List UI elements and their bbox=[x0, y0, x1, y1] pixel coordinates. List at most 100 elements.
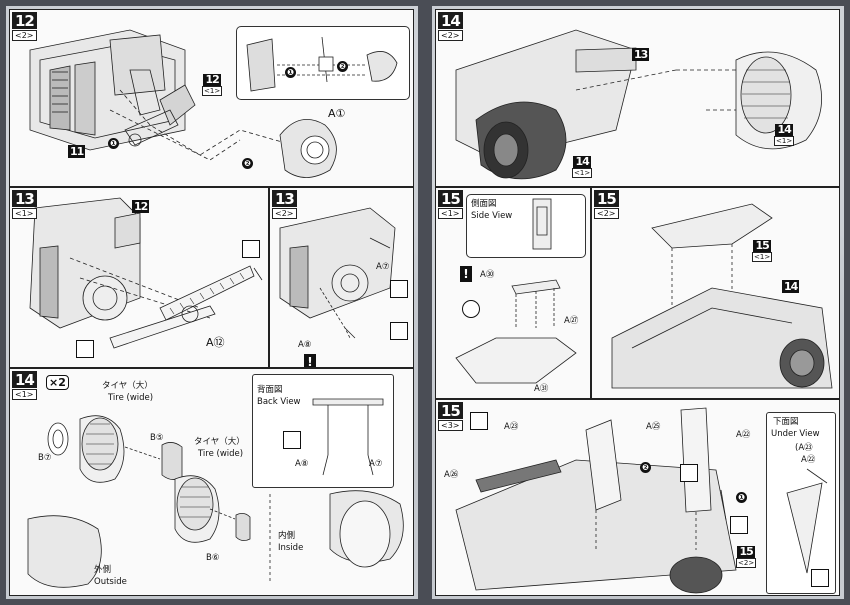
callout-1: ❶ bbox=[108, 138, 119, 149]
cut-tool-icon bbox=[283, 431, 301, 449]
step-15-1-badge: 15 <1> bbox=[438, 190, 463, 219]
step-number: 15 bbox=[594, 190, 619, 207]
part-b6-label: B⑥ bbox=[206, 553, 220, 563]
callout-2: ❷ bbox=[242, 158, 253, 169]
part-a7-label: A⑦ bbox=[376, 262, 390, 272]
step-13-1-panel: 13 <1> 12 bbox=[9, 187, 269, 368]
step-14-2-panel: 14 <2> 13 14 bbox=[435, 9, 840, 187]
part-a8-label: A⑧ bbox=[295, 459, 309, 469]
part-a38-label: A㉛ bbox=[534, 384, 549, 394]
step-12-panel: 12 <2> bbox=[9, 9, 414, 187]
step-13-2-panel: 13 <2> A⑦ A⑧ ! bbox=[269, 187, 414, 368]
ref-number: 15 bbox=[737, 545, 755, 558]
tire-label-en-1: Tire (wide) bbox=[108, 393, 154, 403]
step-14-1-badge: 14 <1> bbox=[12, 371, 37, 400]
back-view-label: Back View bbox=[257, 397, 301, 407]
ref-number: 14 bbox=[573, 155, 591, 168]
step-15-3-drawing bbox=[455, 407, 737, 594]
ref-sub: <1> bbox=[572, 168, 593, 178]
cut-tool-icon bbox=[242, 240, 260, 258]
tire-label-en-2: Tire (wide) bbox=[198, 449, 244, 459]
step-12-reference: 12 <1> bbox=[202, 73, 223, 96]
step-sub: <2> bbox=[594, 208, 619, 219]
part-a37-label: A㉚ bbox=[480, 270, 495, 280]
step-15-3-panel: 15 <3> A㉓ A㉕ A㉒ A㉖ ❷ ❶ 15 <2> bbox=[435, 399, 840, 596]
step-number: 15 bbox=[438, 190, 463, 207]
warning-icon: ! bbox=[304, 354, 316, 367]
tire-label-jp-2: タイヤ（大） bbox=[194, 437, 245, 447]
step-sub: <1> bbox=[12, 389, 37, 400]
side-view-callout: 側面図 Side View bbox=[466, 194, 586, 258]
part-b7-label: B⑦ bbox=[38, 453, 52, 463]
step-13-1-badge: 13 <1> bbox=[12, 190, 37, 219]
part-a8-label: A⑧ bbox=[298, 340, 312, 350]
under-view-callout: 下面図 Under View (A㉓ A㉒ bbox=[766, 412, 836, 594]
ref-14-a: 14 <1> bbox=[572, 155, 593, 178]
detail-drawing bbox=[246, 36, 398, 92]
cut-tool-icon bbox=[730, 516, 748, 534]
ref-13-label: 13 bbox=[632, 48, 650, 61]
part-a1-label: A① bbox=[328, 107, 346, 120]
step-15-2-panel: 15 <2> 15 <1> 14 bbox=[591, 187, 840, 399]
ref-sub: <1> bbox=[752, 252, 773, 262]
ref-15-b: 15 <2> bbox=[736, 545, 757, 568]
step-sub: <2> bbox=[12, 30, 37, 41]
step-14-1-drawing bbox=[27, 415, 404, 588]
left-page: 12 <2> bbox=[6, 6, 418, 599]
step-14-2-badge: 14 <2> bbox=[438, 12, 463, 41]
step-number: 14 bbox=[438, 12, 463, 29]
step-sub: <2> bbox=[272, 208, 297, 219]
cut-tool-icon bbox=[470, 412, 488, 430]
ref-14-label: 14 bbox=[782, 280, 800, 293]
part-b5-label: B⑤ bbox=[150, 433, 164, 443]
back-view-drawing bbox=[312, 398, 384, 476]
quantity-badge: ×2 bbox=[46, 375, 69, 390]
step-14-2-drawing bbox=[455, 29, 822, 180]
step-number: 13 bbox=[12, 190, 37, 207]
step-number: 12 bbox=[12, 12, 37, 29]
step-number: 13 bbox=[272, 190, 297, 207]
callout-2: ❷ bbox=[640, 462, 651, 473]
under-view-drawing bbox=[786, 468, 828, 574]
ref-15: 15 <1> bbox=[752, 239, 773, 262]
cut-tool-icon bbox=[811, 569, 829, 587]
back-view-label-jp: 背面図 bbox=[257, 385, 283, 395]
ref-12-label: 12 bbox=[132, 200, 150, 213]
ref-number: 15 bbox=[753, 239, 771, 252]
step-13-2-badge: 13 <2> bbox=[272, 190, 297, 219]
step-sub: <3> bbox=[438, 420, 463, 431]
right-page: 14 <2> 13 14 bbox=[432, 6, 844, 599]
outside-label-jp: 外側 bbox=[94, 565, 112, 575]
step-number: 15 bbox=[438, 402, 463, 419]
under-a22-label: A㉒ bbox=[801, 455, 816, 465]
step-number: 14 bbox=[12, 371, 37, 388]
callout-1: ❶ bbox=[736, 492, 747, 503]
step-sub: <1> bbox=[12, 208, 37, 219]
side-view-drawing bbox=[532, 198, 552, 250]
part-a23-label: A㉓ bbox=[504, 422, 519, 432]
step-sub: <2> bbox=[438, 30, 463, 41]
ref-sub: <1> bbox=[202, 86, 223, 96]
ref-number: 14 bbox=[775, 123, 793, 136]
side-view-label-jp: 側面図 bbox=[471, 199, 497, 209]
inside-label-jp: 内側 bbox=[278, 531, 296, 541]
ref-number: 12 bbox=[203, 73, 221, 86]
step-15-2-drawing bbox=[611, 203, 833, 389]
part-a22-label: A㉒ bbox=[736, 430, 751, 440]
step-sub: <1> bbox=[438, 208, 463, 219]
detail-callout-2: ❷ bbox=[337, 61, 348, 72]
warning-icon: ! bbox=[460, 266, 472, 282]
tire-label-jp-1: タイヤ（大） bbox=[102, 381, 153, 391]
part-11-label: 11 bbox=[68, 145, 86, 158]
part-a32-label: A㉖ bbox=[444, 470, 459, 480]
ref-sub: <2> bbox=[736, 558, 757, 568]
part-a12-label: A⑫ bbox=[206, 336, 225, 349]
step-15-3-badge: 15 <3> bbox=[438, 402, 463, 431]
ref-14-b: 14 <1> bbox=[774, 123, 795, 146]
step-13-2-drawing bbox=[279, 207, 396, 339]
step-15-1-panel: 15 <1> 側面図 Side View ! A㉚ A㉗ A㉛ bbox=[435, 187, 591, 399]
part-a7-label: A⑦ bbox=[369, 459, 383, 469]
step-15-2-badge: 15 <2> bbox=[594, 190, 619, 219]
under-a23-label: (A㉓ bbox=[795, 443, 813, 453]
cut-tool-icon bbox=[76, 340, 94, 358]
